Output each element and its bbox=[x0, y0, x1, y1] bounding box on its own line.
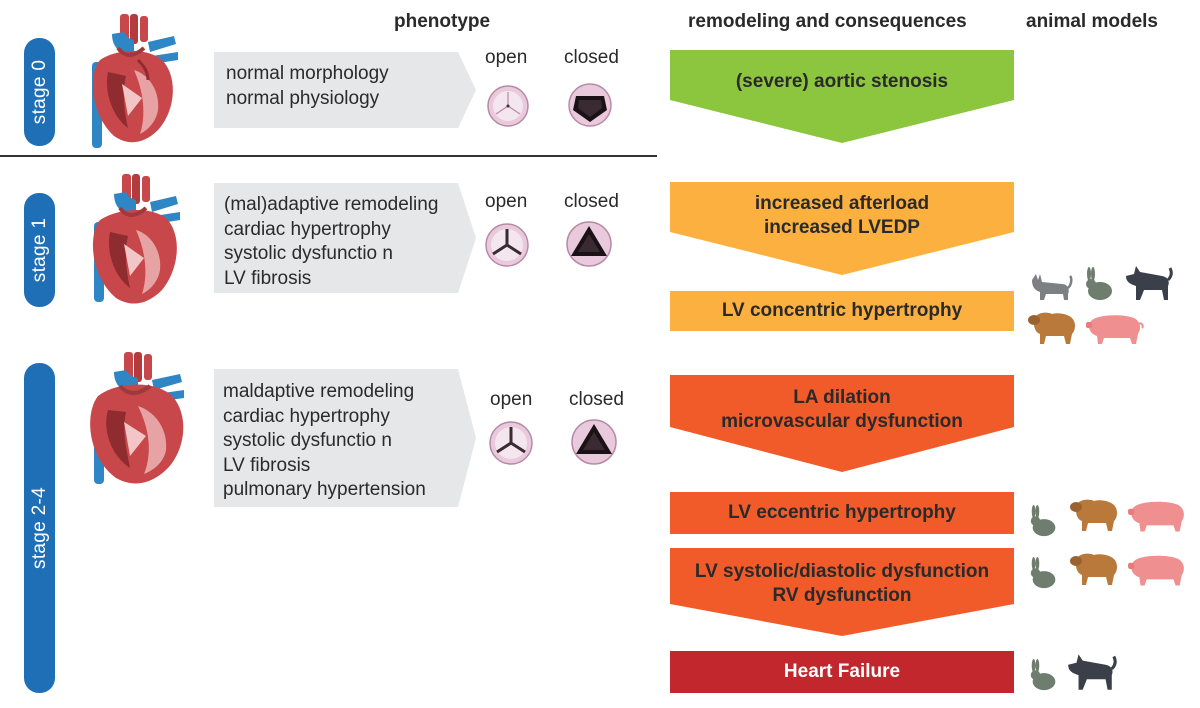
pig-icon bbox=[1086, 315, 1144, 344]
remodeling-line: (severe) aortic stenosis bbox=[735, 71, 949, 92]
valve-open-label-stage-0: open bbox=[485, 47, 528, 68]
remodeling-la-dilation: LA dilation microvascular dysfunction bbox=[670, 386, 1014, 434]
heart-illustration-stage-1 bbox=[92, 174, 180, 304]
stage-2-4-label: stage 2-4 bbox=[28, 487, 50, 569]
remodeling-shape-la-dilation bbox=[670, 375, 1014, 472]
remodeling-dysfunction: LV systolic/diastolic dysfunction RV dys… bbox=[670, 560, 1014, 608]
phenotype-line: pulmonary hypertension bbox=[223, 479, 426, 500]
phenotype-line: systolic dysfunctio n bbox=[224, 243, 393, 264]
phenotype-line: maldaptive remodeling bbox=[223, 381, 415, 402]
heart-illustration-stage-0 bbox=[92, 14, 178, 148]
sheep-icon bbox=[1028, 312, 1075, 344]
rabbit-icon bbox=[1030, 504, 1056, 537]
phenotype-line: cardiac hypertrophy bbox=[224, 218, 391, 240]
rabbit-icon bbox=[1030, 658, 1056, 691]
stage-2-4-pill: stage 2-4 bbox=[24, 363, 55, 693]
remodeling-shape-afterload bbox=[670, 182, 1014, 275]
dog-icon bbox=[1126, 266, 1173, 300]
phenotype-box-stage-0 bbox=[214, 52, 476, 128]
stage-1-label: stage 1 bbox=[28, 217, 50, 283]
valve-open-label-stage-1: open bbox=[485, 191, 528, 212]
remodeling-afterload: increased afterload increased LVEDP bbox=[670, 192, 1014, 240]
header-remodeling: remodeling and consequences bbox=[688, 11, 967, 32]
rabbit-icon bbox=[1086, 267, 1112, 300]
rabbit-icon bbox=[1030, 556, 1056, 589]
phenotype-text-stage-0: normal morphology normal physiology bbox=[226, 62, 389, 111]
heart-illustration-stage-2-4 bbox=[90, 352, 184, 484]
remodeling-shape-dysfunction bbox=[670, 548, 1014, 636]
remodeling-line: LV concentric hypertrophy bbox=[721, 300, 963, 321]
remodeling-fill bbox=[670, 50, 1014, 143]
remodeling-line: LV eccentric hypertrophy bbox=[728, 502, 956, 523]
valve-closed-label-stage-0: closed bbox=[564, 47, 619, 68]
remodeling-line: increased afterload bbox=[754, 193, 930, 214]
valve-open-icon-stage-0 bbox=[487, 85, 529, 127]
valve-open-icon-stage-1 bbox=[485, 223, 529, 267]
remodeling-shape-aortic-stenosis bbox=[670, 50, 1014, 143]
remodeling-line: microvascular dysfunction bbox=[721, 411, 963, 432]
sheep-icon bbox=[1070, 553, 1117, 585]
valve-closed-icon-stage-0 bbox=[568, 83, 612, 127]
valve-closed-icon-stage-1 bbox=[566, 221, 612, 267]
pig-icon bbox=[1128, 555, 1184, 586]
phenotype-line: cardiac hypertrophy bbox=[223, 405, 390, 427]
valve-open-icon-stage-2-4 bbox=[489, 421, 533, 465]
header-animal-models: animal models bbox=[1026, 11, 1158, 32]
phenotype-text-stage-2-4: maldaptive remodeling cardiac hypertroph… bbox=[223, 380, 426, 503]
phenotype-line: normal morphology bbox=[226, 63, 389, 84]
remodeling-line: LV systolic/diastolic dysfunction bbox=[694, 561, 990, 582]
stage-0-label: stage 0 bbox=[28, 59, 50, 125]
phenotype-line: systolic dysfunctio n bbox=[223, 430, 392, 451]
phenotype-line: LV fibrosis bbox=[224, 267, 312, 289]
remodeling-aortic-stenosis: (severe) aortic stenosis bbox=[670, 70, 1014, 94]
phenotype-box-stage-2-4 bbox=[214, 369, 476, 507]
valve-open-label-stage-2-4: open bbox=[490, 389, 533, 410]
valve-closed-icon-stage-2-4 bbox=[571, 419, 617, 465]
stage-1-pill: stage 1 bbox=[24, 193, 55, 307]
dog-icon bbox=[1068, 654, 1117, 690]
remodeling-line: RV dysfunction bbox=[772, 585, 912, 606]
phenotype-line: (mal)adaptive remodeling bbox=[224, 194, 439, 215]
stage-divider bbox=[0, 155, 657, 157]
remodeling-line: Heart Failure bbox=[783, 661, 901, 682]
remodeling-line: increased LVEDP bbox=[764, 217, 920, 238]
phenotype-line: LV fibrosis bbox=[223, 454, 311, 476]
sheep-icon bbox=[1070, 499, 1117, 531]
remodeling-heart-failure: Heart Failure bbox=[670, 651, 1014, 693]
remodeling-line: LA dilation bbox=[793, 387, 891, 408]
phenotype-line: normal physiology bbox=[226, 87, 380, 109]
cat-icon bbox=[1032, 274, 1073, 300]
stage-0-pill: stage 0 bbox=[24, 38, 55, 146]
valve-closed-label-stage-1: closed bbox=[564, 191, 619, 212]
pig-icon bbox=[1128, 501, 1184, 532]
remodeling-concentric-hypertrophy: LV concentric hypertrophy bbox=[670, 291, 1014, 331]
remodeling-eccentric-hypertrophy: LV eccentric hypertrophy bbox=[670, 492, 1014, 534]
valve-closed-label-stage-2-4: closed bbox=[569, 389, 624, 410]
phenotype-box-stage-1 bbox=[214, 183, 476, 293]
phenotype-text-stage-1: (mal)adaptive remodeling cardiac hypertr… bbox=[224, 193, 438, 291]
header-phenotype: phenotype bbox=[394, 11, 491, 32]
